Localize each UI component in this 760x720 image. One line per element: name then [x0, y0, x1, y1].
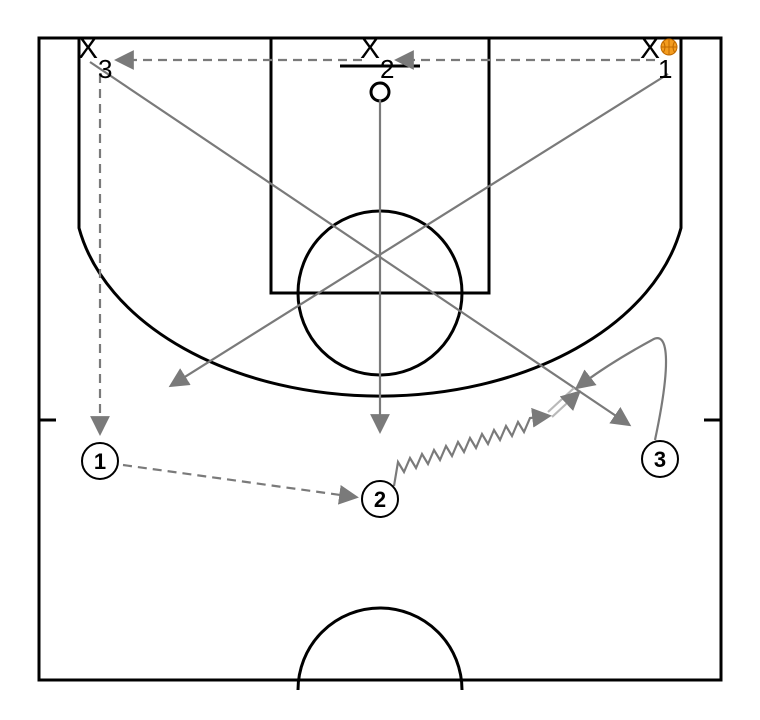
defender-x3-number: 3: [98, 54, 112, 84]
curl-cut-3: [574, 337, 668, 441]
defender-x1-number: 1: [658, 54, 672, 84]
player-3-number: 3: [654, 447, 666, 472]
handoff-line-b: [551, 390, 581, 418]
offense-players: 1 2 3: [81, 440, 679, 518]
player-1-number: 1: [94, 449, 106, 474]
play-actions: [89, 50, 669, 505]
cut-x3-to-right-wing: [89, 61, 632, 427]
defender-x1: X 1: [640, 32, 678, 84]
player-3: 3: [641, 440, 679, 478]
player-1: 1: [81, 442, 119, 480]
player-2-number: 2: [374, 487, 386, 512]
defender-x2-number: 2: [380, 54, 394, 84]
pass-1-to-2: [122, 463, 359, 505]
player-2: 2: [361, 480, 399, 518]
defender-x2-mark: X: [360, 32, 380, 65]
cut-x1-to-left-wing: [168, 73, 669, 388]
defenders: X 3 X 2 X 1: [78, 32, 678, 84]
dribble-2: [392, 407, 552, 487]
center-circle: [296, 606, 464, 691]
basketball-icon: [660, 38, 678, 56]
defender-x2: X 2: [360, 32, 394, 84]
basket-rim: [369, 81, 391, 103]
defender-x3-mark: X: [78, 32, 98, 65]
defender-x1-mark: X: [640, 32, 660, 65]
defender-x3: X 3: [78, 32, 112, 84]
